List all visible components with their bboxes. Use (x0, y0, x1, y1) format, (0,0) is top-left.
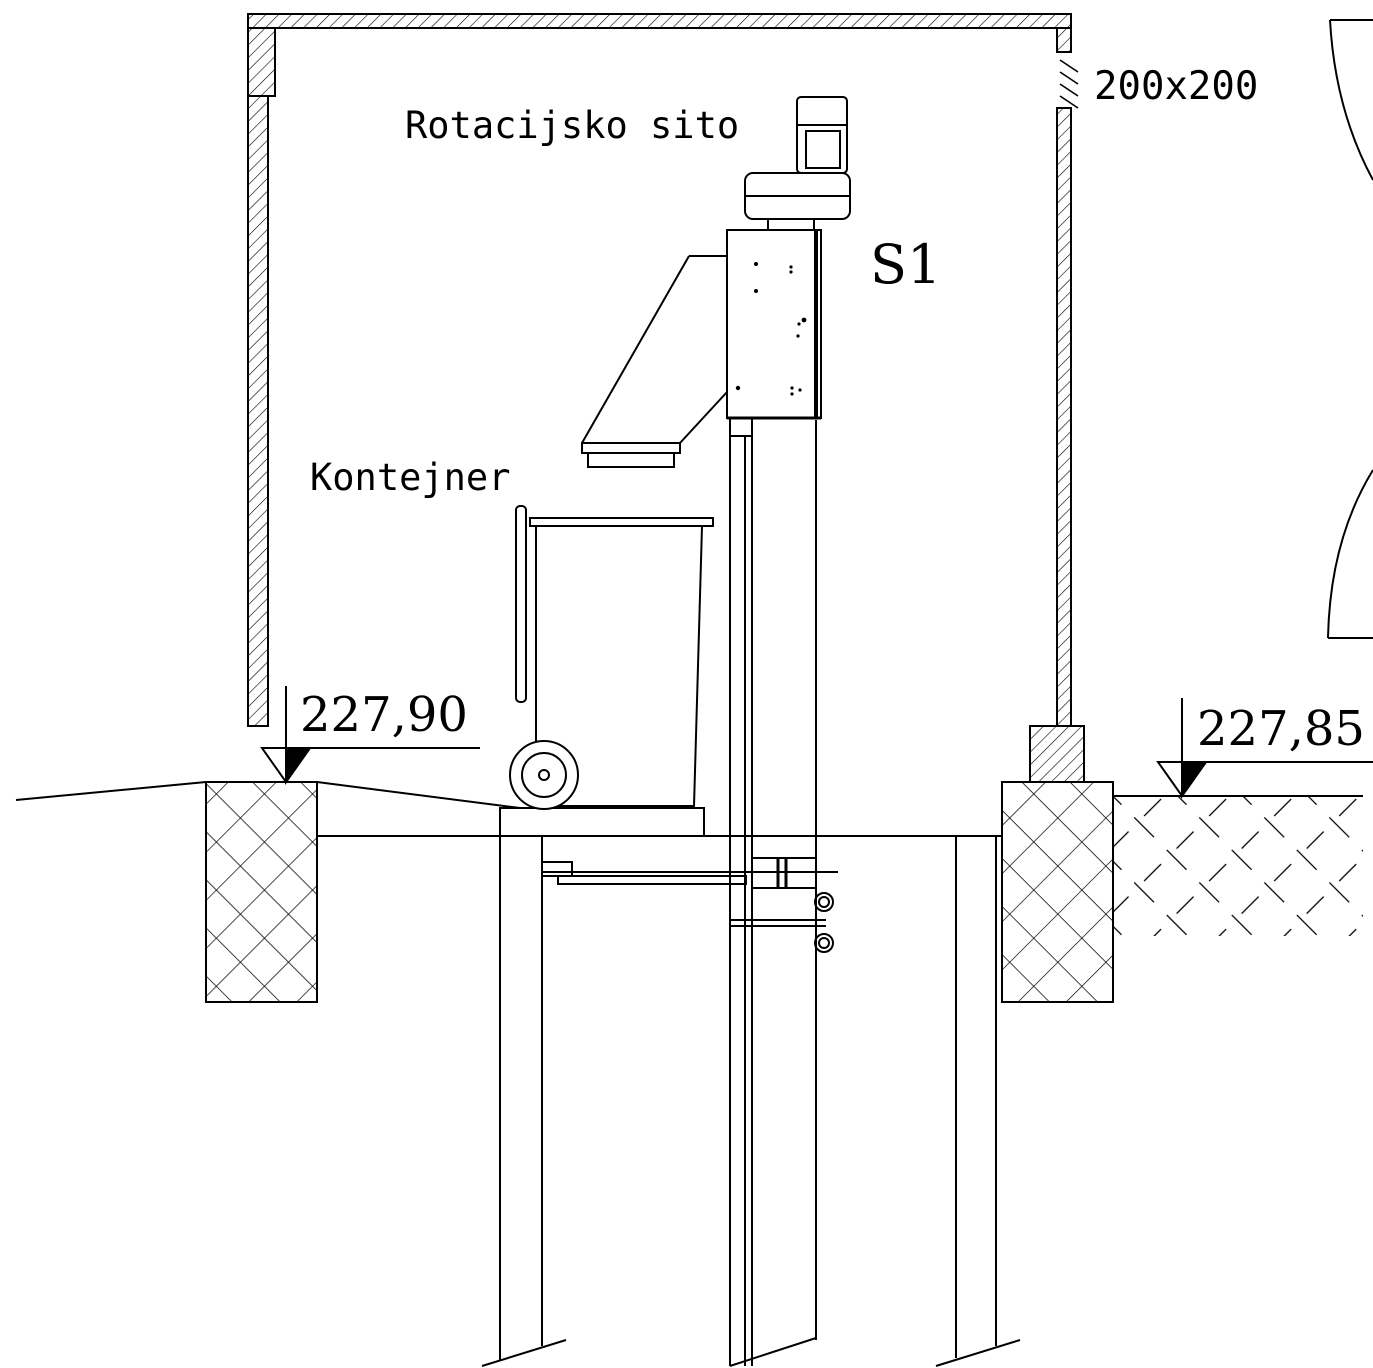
unit-id-label: S1 (870, 233, 941, 296)
screen-housing (726, 229, 822, 420)
opening-size-label: 200x200 (1094, 64, 1258, 109)
ground-soil-right (1113, 795, 1363, 936)
housing-bolts (735, 262, 807, 396)
terrain-line (15, 781, 1002, 837)
left-wall (247, 27, 276, 727)
elevation-right-label: 227,85 (1197, 701, 1365, 757)
left-foundation (205, 781, 318, 1003)
elevation-left-label: 227,90 (300, 687, 468, 743)
pit-walls (481, 836, 1021, 1367)
waste-container (509, 505, 714, 810)
door-arcs (1327, 19, 1373, 639)
drive-motor (744, 96, 851, 231)
container-label: Kontejner (310, 456, 510, 499)
right-foundation (1001, 781, 1114, 1003)
right-wall (1029, 27, 1085, 783)
wall-opening-marker (1059, 59, 1079, 109)
pit-bracket (541, 857, 838, 953)
screen-column (729, 417, 817, 1367)
discharge-chute (581, 255, 728, 468)
roof-slab (247, 13, 1072, 29)
elevation-marker-right (1156, 698, 1373, 800)
elevation-marker-left (260, 686, 480, 786)
rotary-screen-label: Rotacijsko sito (405, 104, 739, 147)
